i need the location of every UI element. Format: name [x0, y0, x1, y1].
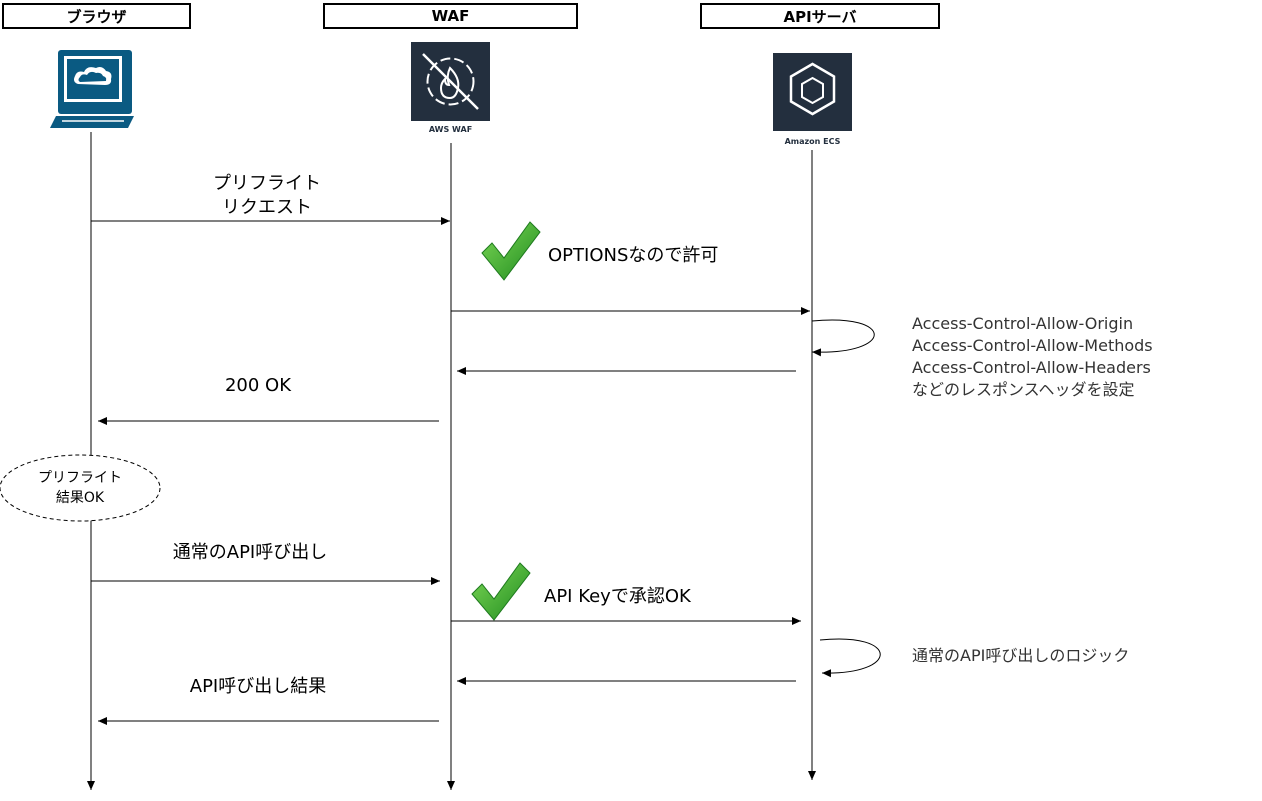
- aws-waf-icon: [411, 42, 490, 121]
- actor-api-server: APIサーバ: [700, 3, 940, 29]
- check-icon: [481, 221, 541, 281]
- label-preflight-request: プリフライト リクエスト: [213, 173, 321, 218]
- label-normal-call: 通常のAPI呼び出し: [172, 542, 328, 563]
- label-options-allowed: OPTIONSなので許可: [548, 245, 719, 266]
- note-normal-logic: 通常のAPI呼び出しのロジック: [912, 646, 1130, 665]
- actor-browser: ブラウザ: [2, 3, 191, 29]
- actor-waf: WAF: [323, 3, 578, 29]
- desktop-computer-icon: [50, 50, 134, 128]
- note-line: Access-Control-Allow-Headers: [912, 358, 1151, 377]
- note-line: Access-Control-Allow-Methods: [912, 336, 1153, 355]
- arrow-self-cors: [811, 319, 875, 357]
- note-line: などのレスポンスヘッダを設定: [912, 380, 1135, 399]
- amazon-ecs-icon: [773, 53, 852, 131]
- check-icon: [471, 562, 531, 621]
- label-api-key-ok: API Keyで承認OK: [544, 586, 691, 607]
- label-preflight-result: プリフライト 結果OK: [38, 470, 122, 506]
- note-cors-headers: Access-Control-Allow-Origin Access-Contr…: [912, 313, 1153, 401]
- waf-caption: AWS WAF: [428, 125, 473, 134]
- note-line: Access-Control-Allow-Origin: [912, 314, 1134, 333]
- ecs-caption: Amazon ECS: [784, 137, 841, 146]
- preflight-result-ellipse: [0, 454, 161, 522]
- arrow-self-logic: [819, 638, 881, 678]
- label-call-result: API呼び出し結果: [189, 676, 327, 697]
- label-200-ok: 200 OK: [224, 375, 292, 396]
